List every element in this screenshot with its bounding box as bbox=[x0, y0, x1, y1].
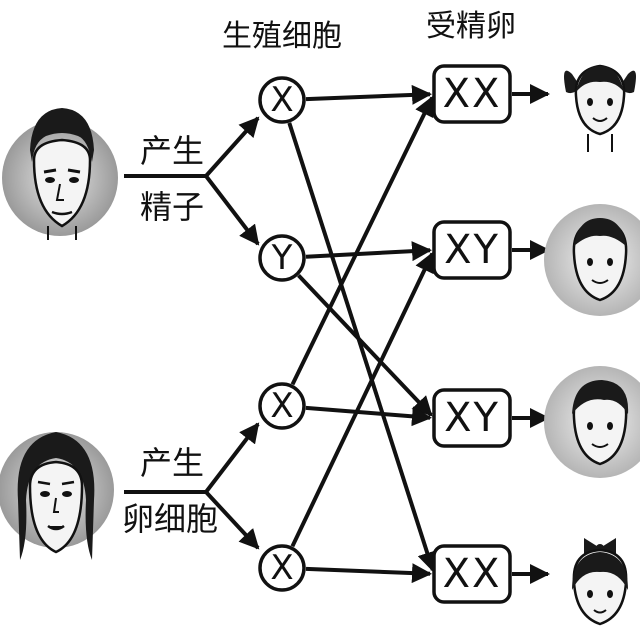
gamete-sperm-y: Y bbox=[258, 234, 306, 282]
gamete-sperm-x: X bbox=[258, 76, 306, 124]
father-portrait bbox=[2, 108, 118, 240]
gamete-egg-x-2: X bbox=[258, 544, 306, 592]
link-sperm-y-to-zygote-3 bbox=[297, 274, 433, 417]
gamete-label: Y bbox=[271, 238, 293, 278]
zygote-label: XY bbox=[444, 227, 500, 273]
link-egg-x-2-to-zygote-4 bbox=[305, 563, 432, 584]
link-sperm-x-to-zygote-4 bbox=[287, 122, 437, 573]
fertilization-links bbox=[287, 84, 437, 584]
boy-child-icon bbox=[544, 204, 640, 316]
mother-process-line-1: 产生 bbox=[140, 444, 204, 482]
zygote-label: XX bbox=[443, 71, 502, 117]
mother-portrait bbox=[0, 432, 114, 560]
mother-branch bbox=[124, 422, 260, 550]
gamete-egg-x-1: X bbox=[258, 382, 306, 430]
zygote-rect bbox=[432, 220, 512, 280]
father-process-line-2: 精子 bbox=[140, 188, 204, 226]
zygote-rect bbox=[432, 388, 512, 448]
gamete-circle bbox=[258, 76, 306, 124]
link-egg-x-1-to-zygote-1 bbox=[290, 95, 434, 386]
zygote-box-4: XX bbox=[432, 544, 512, 604]
zygote-box-2: XY bbox=[432, 220, 512, 280]
gamete-circle bbox=[258, 382, 306, 430]
girl-child-icon bbox=[564, 64, 636, 152]
father-to-sperm-y-arrow bbox=[204, 174, 260, 246]
father-process-line-1: 产生 bbox=[140, 132, 204, 170]
gamete-circle bbox=[258, 544, 306, 592]
gamete-label: X bbox=[270, 386, 293, 426]
link-egg-x-2-to-zygote-2 bbox=[290, 251, 435, 548]
father-branch bbox=[124, 116, 260, 246]
zygote-box-1: XX bbox=[432, 64, 512, 124]
zygote-label: XX bbox=[443, 551, 502, 597]
zygote-label: XY bbox=[444, 395, 500, 441]
mother-to-egg-x1-arrow bbox=[204, 422, 260, 494]
girl-with-bow-icon bbox=[572, 538, 628, 626]
boy-child-icon bbox=[544, 366, 640, 478]
zygote-rect bbox=[432, 64, 512, 124]
link-sperm-x-to-zygote-1 bbox=[305, 84, 432, 105]
link-egg-x-1-to-zygote-3 bbox=[305, 405, 432, 427]
zygote-box-3: XY bbox=[432, 388, 512, 448]
gamete-circle bbox=[258, 234, 306, 282]
gamete-label: X bbox=[270, 548, 293, 588]
fertilized-eggs-header: 受精卵 bbox=[426, 9, 516, 44]
gamete-label: X bbox=[270, 80, 293, 120]
mother-to-egg-x2-arrow bbox=[204, 490, 260, 550]
link-sperm-y-to-zygote-2 bbox=[305, 241, 432, 262]
germ-cells-header: 生殖细胞 bbox=[222, 19, 342, 54]
mother-process-line-2: 卵细胞 bbox=[122, 500, 218, 538]
father-to-sperm-x-arrow bbox=[204, 116, 260, 178]
zygote-rect bbox=[432, 544, 512, 604]
